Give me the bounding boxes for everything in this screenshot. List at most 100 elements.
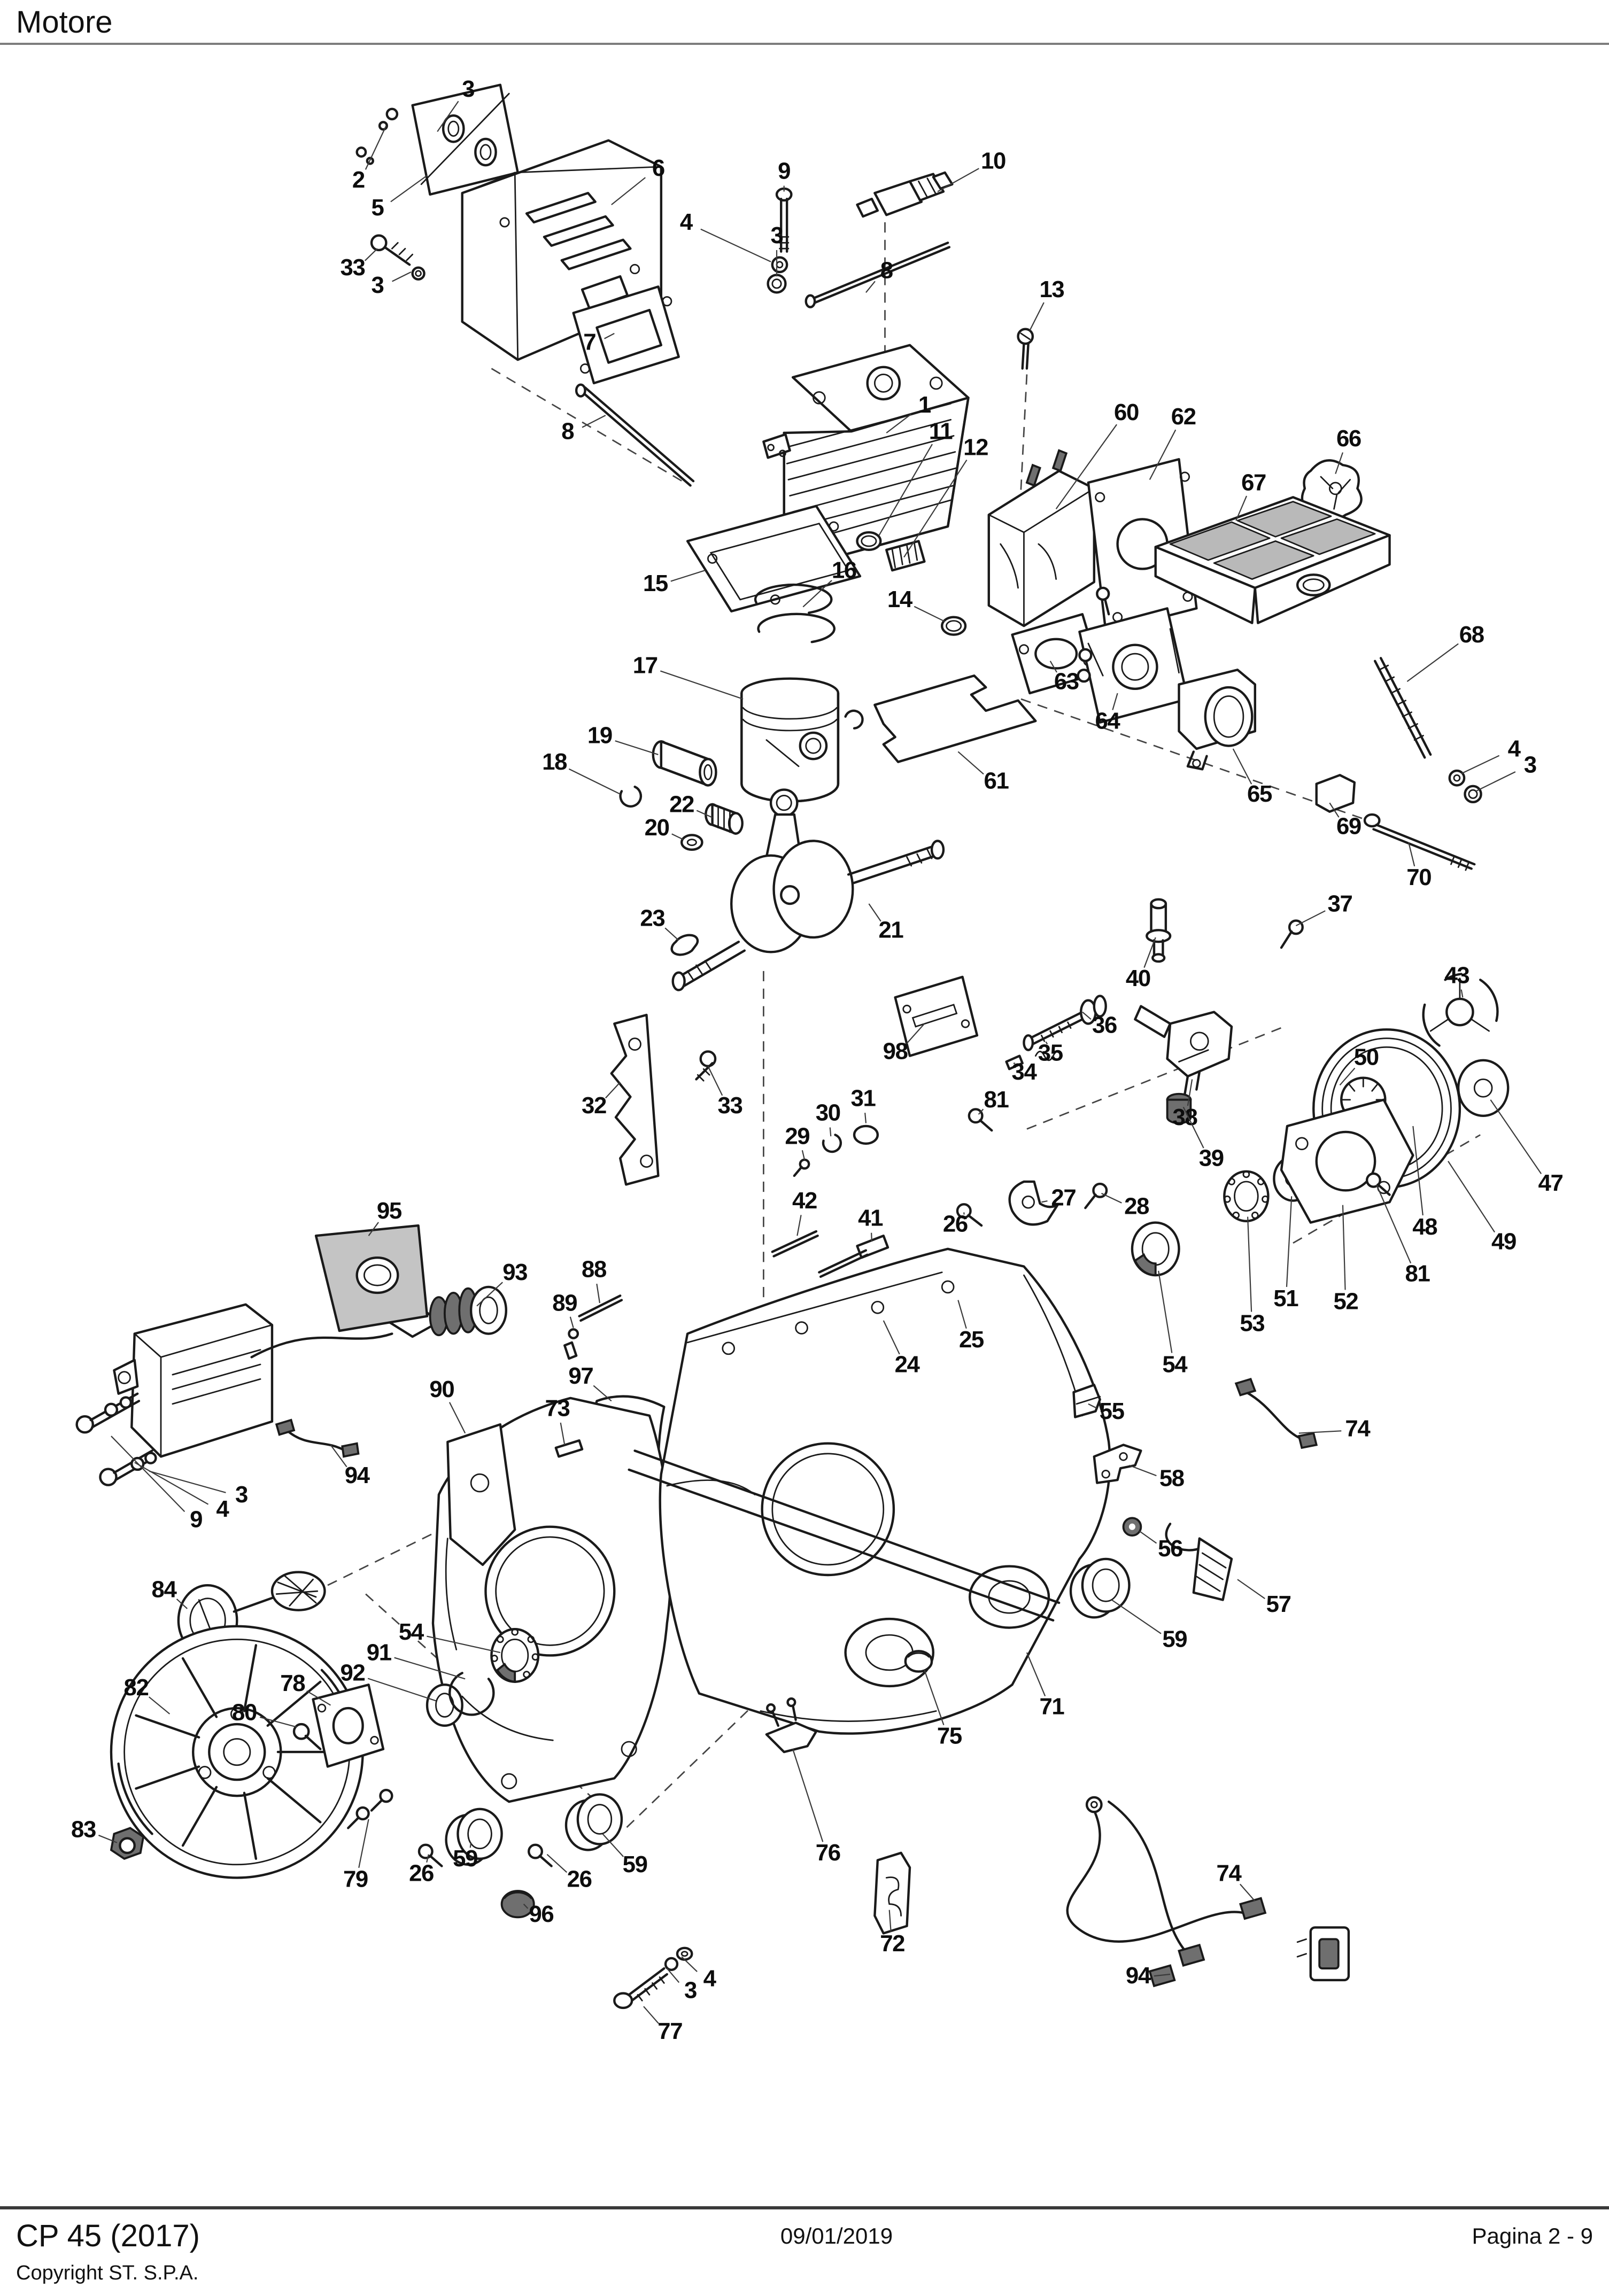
stop-switch [1296,1926,1350,1982]
callout-leader-66 [1335,452,1343,474]
washer-92 [426,1684,463,1727]
footer-divider [0,2206,1609,2209]
part-callout-60: 60 [1114,399,1139,425]
air-filter-67 [1154,496,1391,624]
callout-leader-38 [1187,1079,1193,1106]
buffer-59c [564,1793,623,1851]
part-callout-76: 76 [816,1840,840,1866]
part-callout-20: 20 [645,815,669,841]
part-callout-3: 3 [771,222,783,249]
nut-3d [1464,785,1482,804]
part-callout-24: 24 [895,1351,920,1377]
callout-leader-59 [469,1842,472,1848]
part-callout-81: 81 [1405,1261,1430,1287]
part-callout-6: 6 [652,155,664,181]
part-callout-78: 78 [280,1670,305,1696]
part-callout-72: 72 [880,1930,904,1957]
pin-73 [554,1439,584,1458]
part-callout-36: 36 [1092,1012,1117,1038]
callout-leader-9 [111,1436,185,1512]
pin-88 [578,1294,623,1322]
part-callout-22: 22 [669,791,694,817]
callout-leader-74 [1240,1883,1256,1902]
callout-leader-11 [878,444,933,536]
clip-30 [822,1134,842,1153]
callout-leader-73 [560,1422,566,1445]
piston-17 [740,677,840,803]
callout-leader-3 [437,100,459,132]
callout-leader-41 [871,1232,872,1242]
callout-leader-32 [605,1082,621,1099]
part-callout-74: 74 [1217,1860,1242,1887]
spacer-69 [1315,774,1356,813]
clutch-assembly-43 [1422,973,1499,1047]
part-callout-35: 35 [1038,1040,1063,1066]
callout-leader-3 [392,271,412,282]
part-callout-65: 65 [1247,781,1272,807]
washer-47 [1457,1059,1510,1117]
o-ring-11 [856,531,882,552]
pump-plunger-40 [1146,898,1172,963]
part-callout-3: 3 [1524,751,1536,778]
part-callout-30: 30 [816,1100,840,1126]
spike-bumper-32 [610,1013,660,1186]
part-callout-82: 82 [124,1674,149,1701]
intake-group [987,449,1482,871]
callout-leader-17 [660,670,744,700]
part-callout-17: 17 [633,652,657,678]
boot-57 [1165,1523,1233,1601]
wire-94a [275,1418,360,1458]
footer-date: 09/01/2019 [780,2223,893,2248]
callout-leader-79 [358,1819,369,1868]
plug-75 [904,1650,933,1673]
part-callout-33: 33 [717,1092,742,1119]
callout-leader-74 [1298,1430,1342,1434]
header-divider [0,43,1609,45]
oil-pump-38 [1134,1005,1233,1095]
screw-79a [355,1806,370,1821]
part-callout-27: 27 [1051,1184,1076,1211]
callout-leader-75 [924,1670,945,1725]
part-callout-14: 14 [887,586,913,612]
bearing-54b [490,1628,540,1683]
bar-plate-98 [894,975,979,1057]
callout-leader-98 [906,1023,925,1044]
part-callout-93: 93 [502,1259,527,1285]
callout-leader-4 [134,1462,209,1505]
callout-leader-76 [792,1749,824,1842]
callout-leader-35 [1045,1041,1048,1045]
callout-leader-21 [868,903,881,922]
part-callout-7: 7 [583,329,595,355]
callout-leader-36 [1082,1011,1092,1020]
clutch-group [956,973,1510,1277]
footer-page-number: Pagina 2 - 9 [1472,2223,1593,2248]
part-callout-3: 3 [235,1481,247,1508]
piston-ring-16a [754,583,833,614]
part-callout-55: 55 [1100,1398,1125,1424]
callout-leader-33 [364,248,378,261]
callout-leader-83 [98,1834,118,1843]
part-callout-47: 47 [1538,1170,1563,1196]
callout-leader-16 [802,580,832,608]
callout-leader-29 [801,1150,806,1160]
part-callout-4: 4 [216,1496,229,1522]
part-callout-3: 3 [371,272,383,298]
part-callout-23: 23 [640,905,664,932]
callout-leader-81 [978,1108,984,1115]
pin-34 [1005,1054,1024,1071]
part-callout-62: 62 [1171,404,1196,430]
part-callout-12: 12 [963,435,988,461]
chain-catcher-27 [1008,1180,1059,1226]
screw-26c [528,1843,544,1859]
part-callout-25: 25 [959,1327,984,1353]
filter-knob-66 [1301,459,1363,522]
callout-leader-19 [615,740,659,755]
callout-leader-52 [1342,1205,1346,1290]
part-callout-77: 77 [657,2018,682,2044]
part-callout-96: 96 [529,1901,553,1927]
callout-leader-18 [568,768,621,795]
part-callout-89: 89 [552,1290,577,1316]
callout-leader-80 [259,1716,297,1728]
callout-leader-14 [914,606,946,622]
